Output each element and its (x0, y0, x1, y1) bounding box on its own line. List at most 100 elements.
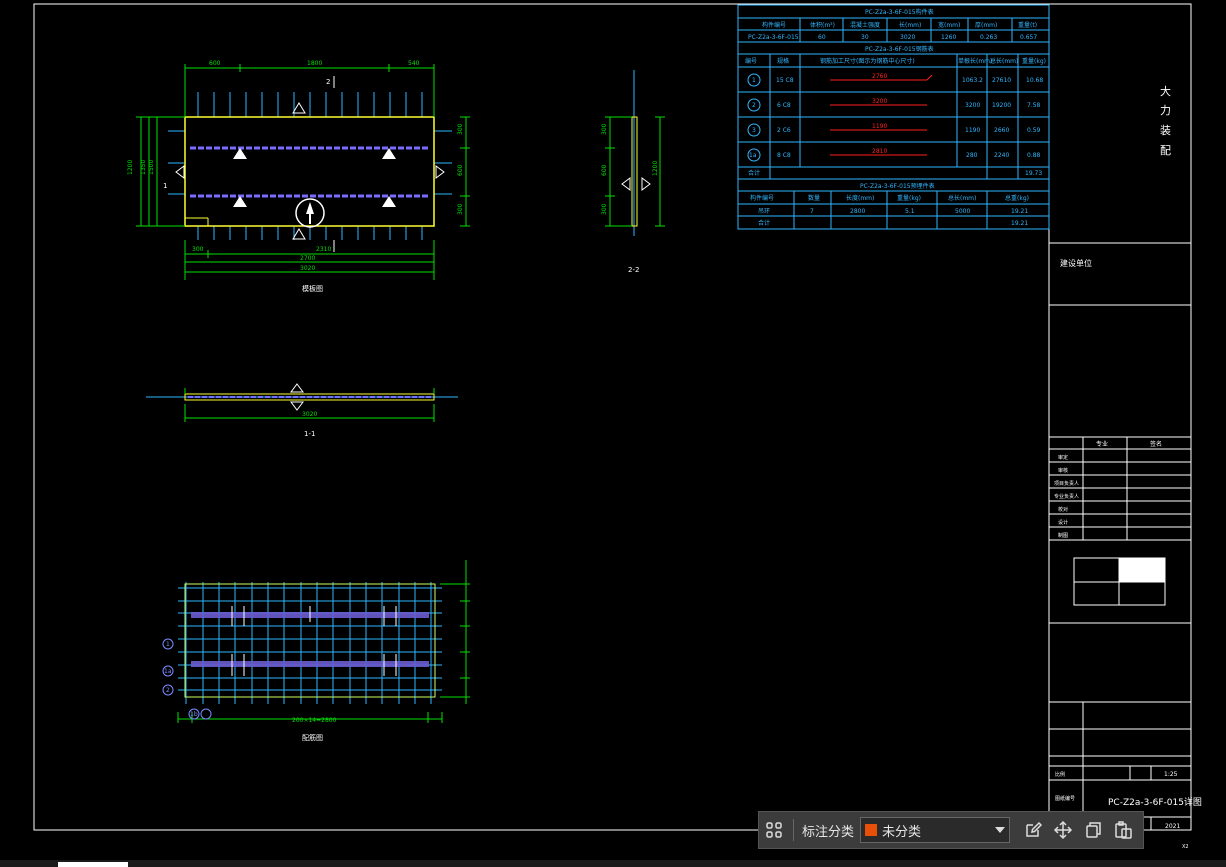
parts-col-4: 总长(mm) (948, 194, 976, 202)
section-2-2-title: 2-2 (628, 266, 639, 274)
rebar-col-1: 规格 (777, 57, 789, 65)
parts-col-1: 数量 (808, 194, 820, 202)
rebar-row-1-no: 2 (752, 102, 756, 109)
rebar-row-0-no: 1 (752, 77, 756, 84)
rebar-view: 200×14=2800 配筋图 1 1a 2 1b (162, 560, 470, 742)
key-plan-highlight (1119, 558, 1165, 582)
company-char-2: 装 (1160, 124, 1171, 137)
rebar-row-2-spec: 2 C6 (777, 127, 791, 134)
section-mark-1: 1 (163, 182, 167, 190)
rebar-row-2-kg: 0.59 (1027, 127, 1041, 134)
parts-row-0-1: 7 (810, 208, 814, 215)
rebar-col-2: 钢筋加工尺寸(图示为钢筋中心尺寸) (820, 57, 915, 65)
sign-row-0: 审定 (1058, 454, 1068, 461)
parts-row-1-0: 合计 (758, 219, 770, 227)
edit-icon[interactable] (1018, 815, 1048, 845)
rebar-view-title: 配筋图 (302, 733, 323, 742)
section-2-2-view: 300 600 300 1200 2-2 (601, 70, 665, 274)
table-col-3: 长(mm) (899, 21, 921, 29)
annotation-category-label: 标注分类 (802, 824, 855, 840)
dim-bottom-0: 300 (192, 246, 204, 253)
annotation-toolbar: 标注分类 未分类 (758, 811, 1144, 849)
toolbar-separator (793, 819, 794, 841)
dim-right-1: 600 (457, 164, 464, 176)
title-block (1049, 242, 1191, 830)
rebar-table-rows: 1 15 C8 2760 1063.2 27610 10.68 2 6 C8 3… (747, 73, 1043, 227)
parts-row-0-2: 2800 (850, 208, 865, 215)
project-label: 建设单位 (1060, 258, 1092, 268)
component-table (737, 4, 1050, 230)
sec2-dim-2: 300 (601, 203, 608, 215)
plan-view: 600 1800 540 300 2310 2700 3020 1200 135… (127, 60, 470, 293)
rebar-row-0-total: 27610 (992, 77, 1011, 84)
company-char-0: 大 (1160, 84, 1171, 98)
move-icon[interactable] (1048, 815, 1078, 845)
dim-bottom-1: 2310 (316, 246, 331, 253)
sign-row-6: 制图 (1058, 532, 1068, 539)
rebar-row-2-len: 1190 (965, 127, 980, 134)
sec2-dim-3: 1200 (652, 161, 659, 176)
rebar-col-0: 编号 (745, 57, 757, 65)
scale-value: 1:25 (1164, 771, 1178, 778)
rebar-row-3-len: 280 (966, 152, 978, 159)
table-val-4: 1260 (941, 34, 956, 41)
parts-table-title: PC-Z2a-3-6F-015预埋件表 (860, 182, 935, 190)
table-title: PC-Z2a-3-6F-015构件表 (865, 8, 934, 16)
grid-apps-icon[interactable] (759, 815, 789, 845)
table-col-2: 混凝土强度 (850, 21, 880, 29)
rebar-sum: 19.73 (1025, 170, 1042, 177)
status-strip (0, 860, 1226, 867)
parts-row-1-5: 19.21 (1011, 220, 1028, 227)
dim-left-0: 1200 (127, 160, 134, 175)
table-val-1: 60 (818, 34, 826, 41)
rebar-sum-label: 合计 (748, 169, 760, 177)
layout-tab[interactable] (58, 862, 128, 867)
rebar-row-1-shape: 3200 (872, 98, 887, 105)
table-val-0: PC-Z2a-3-6F-015 (748, 34, 799, 41)
plan-view-title: 模板图 (302, 284, 323, 293)
rebar-row-3-no: 1a (749, 152, 757, 159)
sign-row-1: 审核 (1058, 467, 1068, 474)
rebar-row-1-spec: 6 C8 (777, 102, 791, 109)
rebar-table-title: PC-Z2a-3-6F-015钢筋表 (865, 45, 934, 53)
table-col-6: 重量(t) (1018, 21, 1037, 29)
paste-icon[interactable] (1108, 815, 1138, 845)
rebar-row-0-shape: 2760 (872, 73, 887, 80)
rebar-callout-2: 2 (166, 687, 170, 694)
parts-col-5: 总重(kg) (1005, 194, 1029, 202)
rebar-row-1-len: 3200 (965, 102, 980, 109)
page-no: X2 (1182, 844, 1189, 850)
table-val-3: 3020 (900, 34, 915, 41)
table-col-5: 厚(mm) (975, 22, 997, 29)
annotation-category-select[interactable]: 未分类 (860, 817, 1011, 843)
chevron-down-icon (995, 827, 1006, 833)
category-select-value: 未分类 (882, 824, 922, 840)
rebar-row-2-total: 2660 (994, 127, 1009, 134)
rebar-row-2-shape: 1190 (872, 123, 887, 130)
dim-bottom-3: 3020 (300, 265, 315, 272)
parts-row-0-5: 19.21 (1011, 208, 1028, 215)
sign-row-4: 校对 (1058, 506, 1068, 513)
rebar-callout-1: 1 (166, 641, 170, 648)
section-1-1-title: 1-1 (304, 430, 315, 438)
parts-row-0-4: 5000 (955, 208, 970, 215)
category-color-swatch (865, 824, 878, 836)
parts-row-0-0: 吊环 (758, 208, 770, 215)
sign-row-3: 专业负责人 (1054, 493, 1079, 500)
sign-row-5: 设计 (1058, 519, 1068, 526)
sec2-dim-1: 600 (601, 164, 608, 176)
rebar-row-0-kg: 10.68 (1026, 77, 1043, 84)
sign-col-0: 专业 (1096, 440, 1108, 448)
copy-icon[interactable] (1078, 815, 1108, 845)
rebar-row-3-kg: 0.88 (1027, 152, 1041, 159)
sign-row-2: 项目负责人 (1054, 480, 1079, 487)
company-char-1: 力 (1160, 104, 1171, 117)
drawing-no-label: 图纸编号 (1055, 795, 1075, 802)
sec2-dim-0: 300 (601, 123, 608, 135)
rebar-callout-1b: 1b (190, 711, 198, 718)
rebar-row-3-shape: 2810 (872, 148, 887, 155)
parts-col-3: 重量(kg) (897, 194, 921, 202)
dim-left-2: 1500 (148, 160, 155, 175)
rebar-callout-1a: 1a (164, 668, 172, 675)
